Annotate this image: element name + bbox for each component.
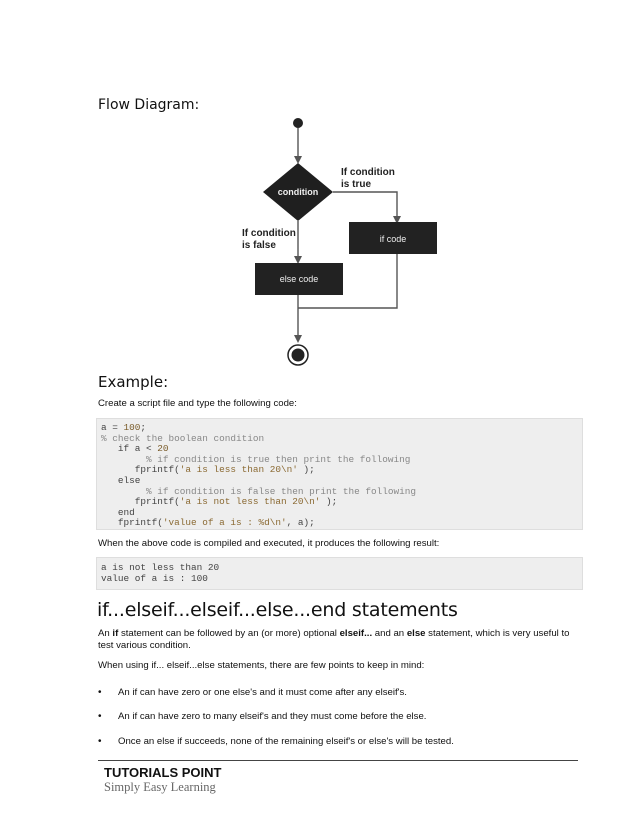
bullet-dot-icon: • (98, 687, 102, 698)
code-line-7: % if condition is false then print the f… (101, 485, 417, 497)
example-heading: Example: (98, 373, 169, 391)
bullet-item-1: • An if can have zero or one else's and … (98, 687, 407, 698)
true-label-line1: If condition (341, 167, 395, 178)
false-label-line2: is false (242, 240, 276, 251)
output-block: a is not less than 20 value of a is : 10… (96, 557, 583, 590)
code-line-3: if a < 20 (101, 443, 169, 455)
result-intro: When the above code is compiled and exec… (98, 538, 440, 549)
example-intro: Create a script file and type the follow… (98, 398, 297, 409)
code-line-2: % check the boolean condition (101, 432, 265, 444)
bullet-item-3: • Once an else if succeeds, none of the … (98, 736, 454, 747)
footer-subtitle: Simply Easy Learning (104, 780, 216, 794)
code-line-4: % if condition is true then print the fo… (101, 453, 411, 465)
paragraph-1: An if statement can be followed by an (o… (98, 628, 570, 651)
flowchart: condition If condition is true if code I… (242, 118, 437, 366)
bullet-dot-icon: • (98, 711, 102, 722)
arrow-if-join (298, 254, 398, 309)
condition-label: condition (278, 187, 319, 197)
code-line-1: a = 100; (101, 422, 147, 433)
code-line-8: fprintf('a is not less than 20\n' ); (101, 496, 338, 508)
output-line-2: value of a is : 100 (101, 572, 208, 584)
code-block: a = 100; % check the boolean condition i… (96, 418, 583, 530)
else-code-box (255, 263, 343, 295)
bullet-item-2: • An if can have zero to many elseif's a… (98, 711, 427, 722)
if-code-label: if code (380, 234, 407, 244)
code-line-9: end (101, 506, 135, 518)
footer-divider (98, 760, 578, 761)
bullet-dot-icon: • (98, 736, 102, 747)
false-label-line1: If condition (242, 228, 296, 239)
footer-title: TUTORIALS POINT (104, 765, 222, 780)
output-line-1: a is not less than 20 (101, 562, 220, 573)
end-node-core (291, 348, 305, 362)
code-line-5: fprintf('a is less than 20\n' ); (101, 464, 315, 476)
true-label-line2: is true (341, 179, 371, 190)
condition-diamond (263, 163, 333, 221)
start-node (293, 118, 303, 128)
section-title: if...elseif...elseif...else...end statem… (97, 599, 458, 621)
if-code-box (349, 222, 437, 254)
paragraph-2: When using if... elseif...else statement… (98, 660, 425, 671)
code-line-10: fprintf('value of a is : %d\n', a); (101, 517, 315, 529)
arrow-condition-true (333, 191, 401, 224)
else-code-label: else code (280, 274, 319, 284)
flow-diagram-heading: Flow Diagram: (98, 97, 200, 113)
code-line-6: else (101, 474, 141, 486)
end-node-ring (287, 344, 309, 366)
